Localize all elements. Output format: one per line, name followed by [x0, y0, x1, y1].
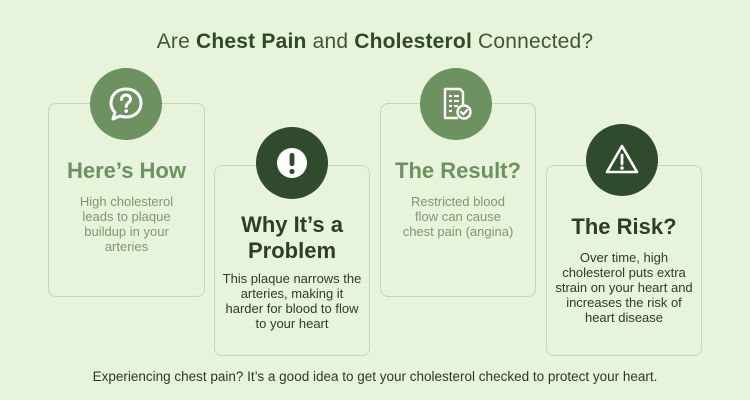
card-heres-how-badge [90, 68, 162, 140]
card-the-risk-heading: The Risk? [571, 214, 677, 239]
card-why-problem-body: This plaque narrows the arteries, making… [222, 271, 362, 331]
title-part-3: Connected? [472, 30, 594, 53]
card-why-problem-badge [256, 127, 328, 199]
page-title: Are Chest Pain and Cholesterol Connected… [0, 30, 750, 54]
exclamation-icon [277, 148, 307, 178]
checklist-icon [443, 87, 472, 120]
title-part-2: and [306, 30, 355, 53]
card-the-result-heading: The Result? [395, 158, 521, 183]
footer-note: Experiencing chest pain? It’s a good ide… [92, 369, 658, 384]
title-bold-cholesterol: Cholesterol [354, 30, 472, 53]
card-the-risk-badge [586, 124, 658, 196]
card-the-result-body: Restricted blood flow can cause chest pa… [402, 194, 514, 239]
warning-triangle-icon [605, 144, 639, 174]
card-the-result-badge [420, 68, 492, 140]
card-heres-how-heading: Here’s How [66, 158, 186, 183]
card-the-risk-body: Over time, high cholesterol puts extra s… [555, 250, 693, 325]
card-why-problem-heading: Why It’s a Problem [241, 212, 343, 263]
question-bubble-icon [109, 87, 143, 121]
card-heres-how-body: High cholesterol leads to plaque buildup… [79, 194, 174, 254]
title-bold-chest-pain: Chest Pain [196, 30, 307, 53]
title-part-1: Are [156, 30, 197, 53]
card-the-risk [546, 165, 702, 356]
